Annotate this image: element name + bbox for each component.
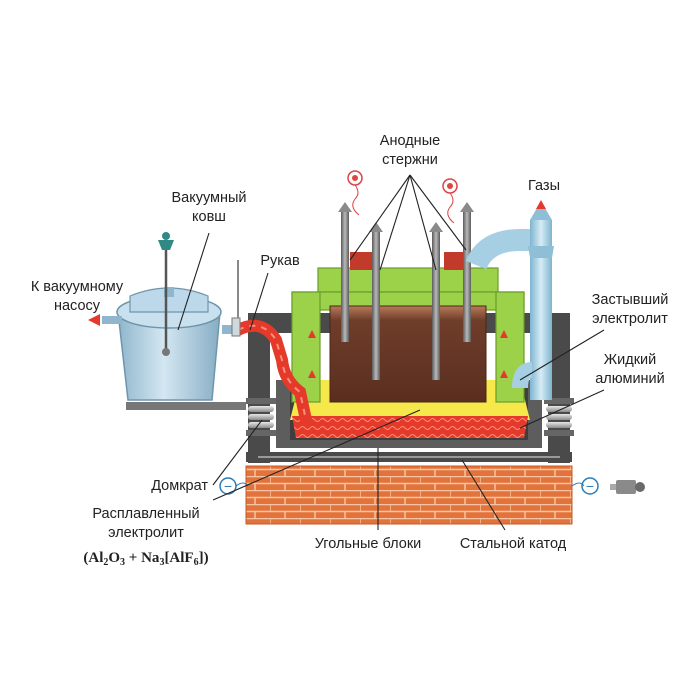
label-formula: (Al2O3 + Na3[AlF6]) (83, 550, 208, 568)
label-to-vacuum-pump-2: насосу (54, 298, 101, 314)
label-gases: Газы (528, 178, 560, 194)
camera-icon (610, 480, 645, 494)
vacuum-ladle (88, 232, 246, 410)
label-sleeve: Рукав (260, 253, 300, 269)
label-steel-cathode: Стальной катод (460, 536, 567, 552)
anode-rods (338, 202, 474, 380)
pump-outlet (102, 316, 122, 324)
label-jack: Домкрат (151, 478, 208, 494)
label-solid-electrolyte-1: Застывший (592, 292, 669, 308)
anode-rod-2 (372, 232, 380, 380)
label-vacuum-ladle-1: Вакуумный (171, 190, 246, 206)
label-molten-electrolyte-1: Расплавленный (92, 506, 199, 522)
cathode-terminals: − − (219, 477, 599, 495)
anode-rod-4 (463, 212, 471, 342)
label-vacuum-ladle-2: ковш (192, 209, 226, 225)
anode-clamp-right (444, 252, 466, 270)
jack-right (544, 398, 574, 436)
label-to-vacuum-pump-1: К вакуумному (31, 279, 124, 295)
ladle-hook-ring (162, 348, 170, 356)
leader-lines (177, 174, 605, 531)
brick-foundation (245, 465, 573, 525)
label-molten-electrolyte-2: электролит (108, 525, 184, 541)
anode-block (329, 305, 487, 403)
gas-pipe-vertical (530, 220, 552, 400)
gas-pipe (465, 200, 554, 400)
label-liquid-aluminum-2: алюминий (595, 371, 665, 387)
pump-arrow-icon (88, 314, 100, 326)
jack-left (246, 398, 276, 436)
svg-text:−: − (224, 478, 232, 494)
negative-terminal-icon (581, 477, 599, 495)
crane-hook-icon (158, 240, 174, 250)
label-carbon-blocks: Угольные блоки (315, 536, 422, 552)
labels: Анодные стержни Вакуумный ковш К вакуумн… (31, 133, 669, 568)
label-liquid-aluminum-1: Жидкий (604, 352, 657, 368)
molten-aluminum (292, 416, 528, 438)
label-anode-rods-1: Анодные (380, 133, 440, 149)
gas-up-arrow-icon (536, 200, 546, 209)
ladle-dome (129, 287, 209, 313)
label-solid-electrolyte-2: электролит (592, 311, 668, 327)
anode-rod-3 (432, 232, 440, 380)
label-anode-rods-2: стержни (382, 152, 438, 168)
anode-rod-1 (341, 212, 349, 342)
ladle-stand (126, 402, 246, 410)
anode-clamp-left (350, 252, 372, 270)
svg-text:−: − (586, 478, 594, 494)
ladle-cap (164, 287, 174, 297)
anode-terminals (347, 170, 458, 224)
